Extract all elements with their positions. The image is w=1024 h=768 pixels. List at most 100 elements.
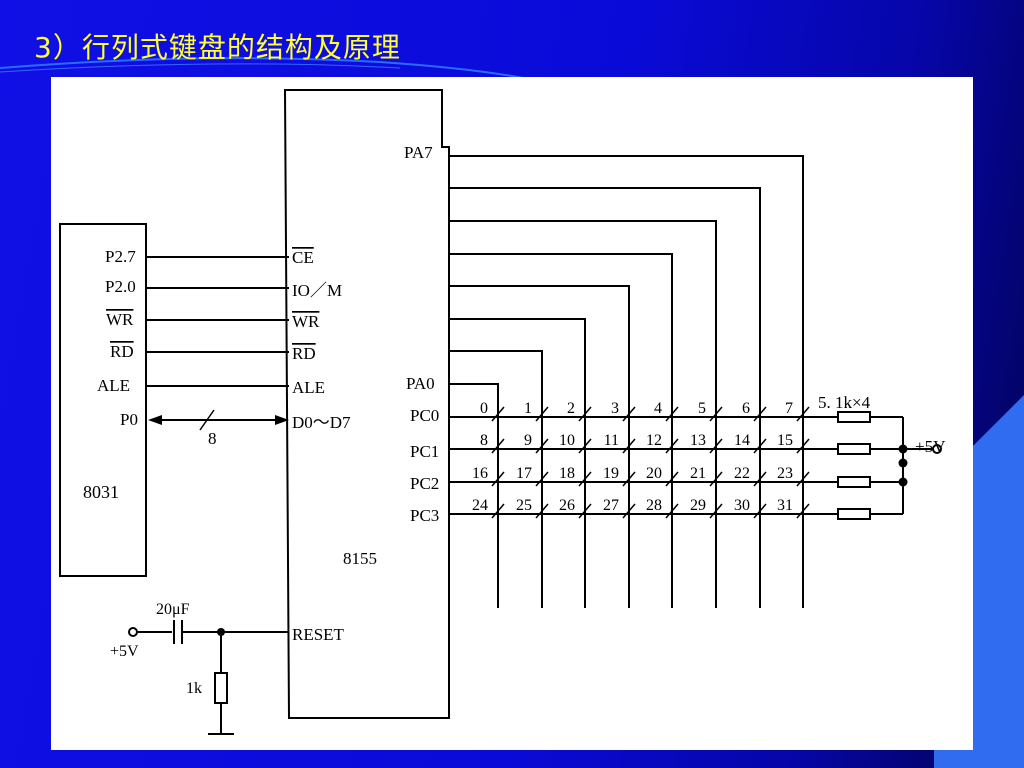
key-switch-mark	[622, 471, 636, 487]
key-switch-mark	[796, 438, 810, 454]
port-pa0-label: PA0	[406, 374, 435, 393]
junction-dot	[898, 444, 908, 454]
pin-ale-chip-label: ALE	[292, 378, 325, 397]
reset-resistor	[214, 672, 228, 704]
column-lines	[449, 155, 804, 608]
pin-rd-label: RD	[110, 342, 134, 361]
column-line	[449, 253, 673, 608]
key-switch-mark	[578, 438, 592, 454]
bus-width-label: 8	[208, 429, 217, 448]
pin-wr-chip-label: WR	[292, 312, 320, 331]
supply-right-label: +5V	[915, 437, 946, 456]
key-switch-mark	[578, 406, 592, 422]
key-switch-mark	[622, 438, 636, 454]
key-switch-mark	[709, 503, 723, 519]
pin-rd-chip-label: RD	[292, 344, 316, 363]
key-switch-mark	[753, 406, 767, 422]
key-label: 15	[777, 432, 793, 449]
key-label: 18	[559, 465, 575, 482]
key-switch-mark	[578, 471, 592, 487]
key-label: 26	[559, 497, 575, 514]
pin-ce-label: CE	[292, 248, 314, 267]
key-switch-mark	[796, 471, 810, 487]
key-label: 23	[777, 465, 793, 482]
column-line	[449, 155, 804, 608]
key-switch-mark	[796, 406, 810, 422]
key-switch-mark	[665, 406, 679, 422]
capacitor-label: 20μF	[156, 601, 190, 618]
column-line	[449, 285, 630, 608]
key-switch-marks	[491, 406, 810, 519]
key-label: 5	[698, 400, 706, 417]
pin-reset-label: RESET	[292, 625, 345, 644]
supply-terminal	[932, 444, 942, 454]
chip-8155	[283, 89, 450, 719]
pin-p0-label: P0	[120, 410, 138, 429]
junction-dot	[898, 458, 908, 468]
mcu-name-label: 8031	[83, 482, 119, 502]
key-switch-mark	[665, 503, 679, 519]
bus-arrow-left	[148, 415, 162, 425]
key-switch-mark	[753, 438, 767, 454]
key-label: 13	[690, 432, 706, 449]
key-switch-mark	[709, 471, 723, 487]
key-switch-mark	[622, 503, 636, 519]
key-label: 16	[472, 465, 488, 482]
key-label: 22	[734, 465, 750, 482]
key-switch-mark	[535, 471, 549, 487]
key-switch-mark	[491, 503, 505, 519]
key-switch-mark	[491, 406, 505, 422]
pin-p20-label: P2.0	[105, 277, 136, 296]
key-switch-mark	[753, 503, 767, 519]
key-label: 29	[690, 497, 706, 514]
reset-supply-terminal	[128, 627, 138, 637]
column-line	[449, 187, 761, 608]
pin-io-label: IO／M	[292, 281, 342, 300]
key-switch-mark	[491, 471, 505, 487]
bus-arrow-right	[275, 415, 289, 425]
reset-junction-dot	[217, 628, 225, 636]
column-line	[449, 318, 586, 608]
column-line	[449, 350, 543, 608]
key-switch-mark	[491, 438, 505, 454]
reset-resistor-label: 1k	[186, 680, 202, 697]
key-label: 30	[734, 497, 750, 514]
resistor-note-label: 5. 1k×4	[818, 393, 871, 412]
key-label: 12	[646, 432, 662, 449]
mcu-8031-chip	[59, 223, 147, 577]
key-label: 17	[516, 465, 532, 482]
junction-dot	[898, 477, 908, 487]
key-label: 6	[742, 400, 750, 417]
key-label: 11	[604, 432, 619, 449]
key-label: 19	[603, 465, 619, 482]
key-switch-mark	[535, 503, 549, 519]
port-pa7-label: PA7	[404, 143, 433, 162]
key-label: 4	[654, 400, 662, 417]
reset-supply-label: +5V	[110, 643, 139, 660]
port-pc0-label: PC0	[410, 406, 439, 425]
key-switch-mark	[665, 471, 679, 487]
port-pc2-label: PC2	[410, 474, 439, 493]
port-pc3-label: PC3	[410, 506, 439, 525]
key-label: 0	[480, 400, 488, 417]
key-switch-mark	[578, 503, 592, 519]
keyboard-circuit-diagram: P2.7 P2.0 WR RD ALE P0 8031 CE IO／M WR R…	[59, 89, 946, 735]
key-switch-mark	[709, 406, 723, 422]
key-switch-mark	[535, 406, 549, 422]
key-label: 14	[734, 432, 750, 449]
key-switch-mark	[665, 438, 679, 454]
key-label: 21	[690, 465, 706, 482]
key-label: 20	[646, 465, 662, 482]
column-line	[449, 220, 717, 608]
circuit-diagram-panel: P2.7 P2.0 WR RD ALE P0 8031 CE IO／M WR R…	[51, 77, 973, 750]
key-switch-mark	[753, 471, 767, 487]
pin-p27-label: P2.7	[105, 247, 136, 266]
key-switch-mark	[535, 438, 549, 454]
pin-wr-label: WR	[106, 310, 134, 329]
pin-ale-label: ALE	[97, 376, 130, 395]
key-label: 2	[567, 400, 575, 417]
key-label: 9	[524, 432, 532, 449]
key-switch-mark	[709, 438, 723, 454]
key-label: 10	[559, 432, 575, 449]
